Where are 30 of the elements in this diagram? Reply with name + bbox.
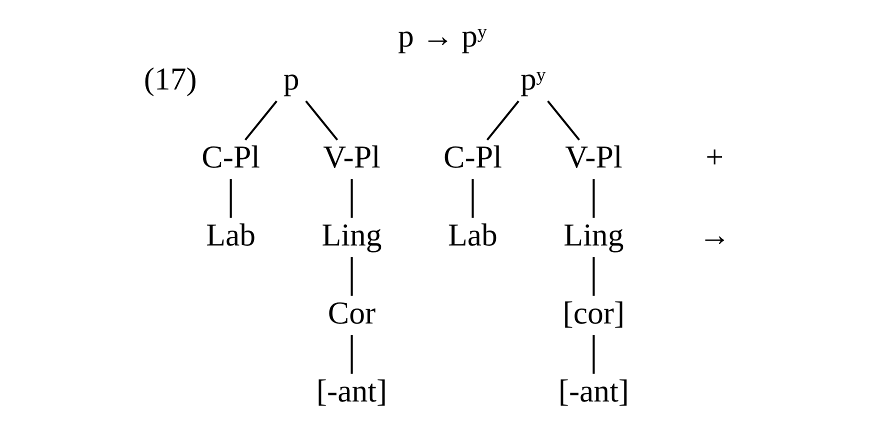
node-text: Lab (206, 217, 256, 252)
node-text: V-Pl (565, 139, 622, 174)
connector (486, 100, 520, 140)
label: → (698, 217, 731, 252)
connector (592, 335, 595, 374)
connector (244, 100, 278, 140)
label: (17) (144, 61, 197, 96)
connector (592, 179, 595, 218)
node-text: pʸ (520, 61, 546, 96)
node-text: V-Pl (323, 139, 380, 174)
connector (230, 179, 232, 218)
node-text: [-ant] (558, 373, 630, 408)
connector (472, 179, 474, 218)
node-text: C-Pl (444, 139, 502, 174)
connector (305, 100, 338, 140)
node-text: Ling (322, 217, 382, 252)
node-text: Lab (448, 217, 498, 252)
node-text: C-Pl (202, 139, 260, 174)
label: + (706, 139, 724, 174)
node-text: p (283, 61, 300, 96)
node-text: [-ant] (316, 373, 388, 408)
diagram-title: p → pʸ (398, 18, 488, 54)
connector (350, 335, 353, 374)
node-text: Cor (328, 295, 376, 330)
connector (547, 100, 580, 140)
node-text: Ling (564, 217, 624, 252)
connector (350, 179, 353, 218)
node-text: [cor] (562, 295, 625, 330)
connector (592, 257, 595, 296)
connector (350, 257, 353, 296)
